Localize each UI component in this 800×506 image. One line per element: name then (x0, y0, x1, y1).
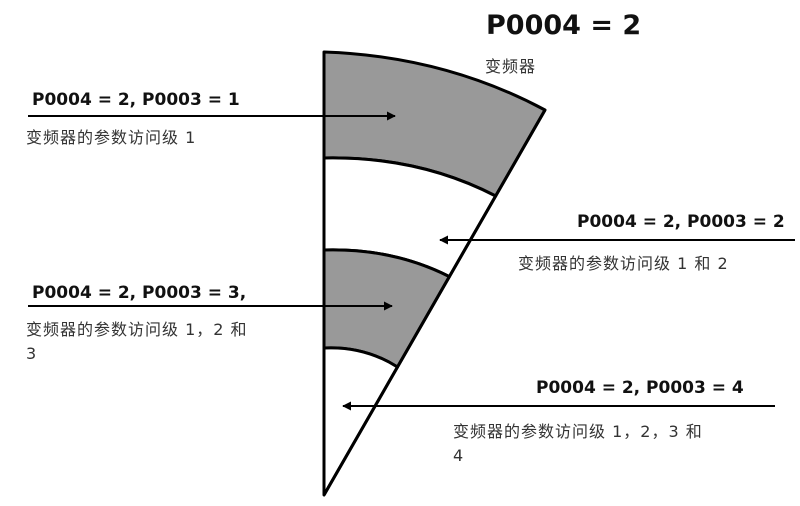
label-level-2: P0004 = 2, P0003 = 2 (577, 212, 785, 232)
label-level-4: P0004 = 2, P0003 = 4 (536, 378, 744, 398)
label-level-3: P0004 = 2, P0003 = 3, (32, 283, 247, 303)
desc-level-1: 变频器的参数访问级 1 (26, 128, 197, 147)
desc-level-3-line-1: 变频器的参数访问级 1，2 和 (26, 320, 248, 339)
diagram-title: P0004 = 2 (486, 10, 642, 41)
wedge-right-edge (322, 109, 547, 496)
desc-level-4-line-2: 4 (453, 446, 465, 465)
diagram-subtitle: 变频器 (485, 57, 537, 76)
label-level-1: P0004 = 2, P0003 = 1 (32, 90, 240, 110)
desc-level-2: 变频器的参数访问级 1 和 2 (518, 254, 729, 273)
desc-level-4-line-1: 变频器的参数访问级 1，2，3 和 (453, 422, 703, 441)
desc-level-3-line-2: 3 (26, 344, 38, 363)
